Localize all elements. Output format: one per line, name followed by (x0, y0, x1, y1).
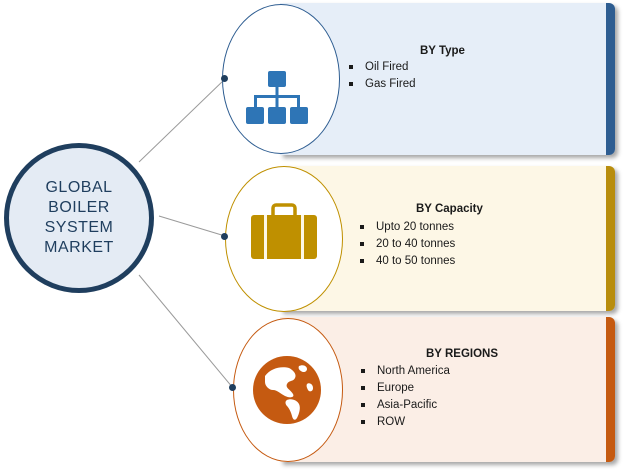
connector-dot (221, 233, 228, 240)
segment-list: Oil Fired Gas Fired (349, 59, 416, 93)
list-item: ROW (361, 414, 450, 431)
connector-dot (221, 75, 228, 82)
hierarchy-icon (246, 71, 308, 124)
list-item: Asia-Pacific (361, 397, 450, 414)
list-item: Oil Fired (349, 59, 416, 76)
segment-title: BY Type (420, 45, 465, 57)
market-hub-circle: GLOBAL BOILER SYSTEM MARKET (4, 143, 154, 293)
connector-dot (229, 384, 236, 391)
capacity-segment-card: BY Capacity Upto 20 tonnes 20 to 40 tonn… (280, 166, 615, 311)
list-item: 20 to 40 tonnes (360, 236, 455, 253)
card-edge (606, 166, 615, 311)
list-item: Gas Fired (349, 76, 416, 93)
card-edge (606, 317, 615, 462)
globe-americas-icon (253, 356, 321, 424)
segment-list: North America Europe Asia-Pacific ROW (361, 363, 450, 431)
card-edge (606, 3, 615, 155)
list-item: 40 to 50 tonnes (360, 253, 455, 270)
hub-title: GLOBAL BOILER SYSTEM MARKET (44, 179, 114, 256)
segment-list: Upto 20 tonnes 20 to 40 tonnes 40 to 50 … (360, 219, 455, 270)
briefcase-icon (251, 203, 317, 259)
list-item: Upto 20 tonnes (360, 219, 455, 236)
segment-title: BY REGIONS (426, 348, 498, 360)
list-item: North America (361, 363, 450, 380)
segment-title: BY Capacity (416, 203, 483, 215)
list-item: Europe (361, 380, 450, 397)
